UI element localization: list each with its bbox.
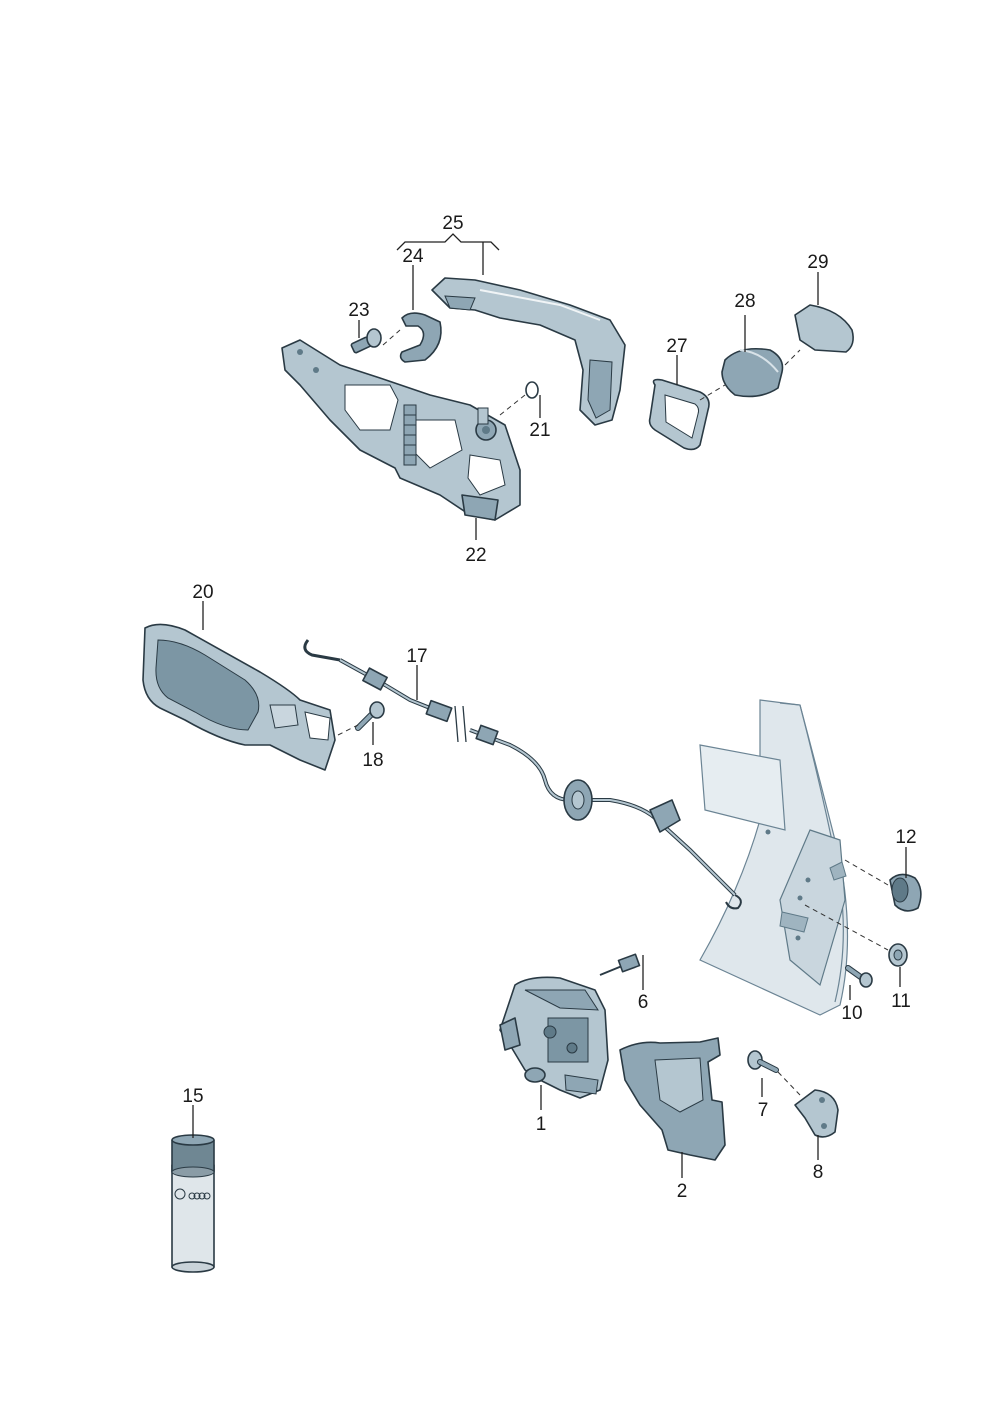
four-rings-logo-icon — [188, 1192, 211, 1200]
callout-20: 20 — [192, 582, 213, 603]
gasket-part-27 — [648, 378, 710, 451]
callout-10: 10 — [841, 1003, 862, 1024]
callout-18: 18 — [362, 750, 383, 771]
outer-grip-handle — [431, 277, 626, 426]
o-ring-part-21 — [525, 381, 539, 399]
callout-25: 25 — [442, 213, 463, 234]
callout-27: 27 — [666, 336, 687, 357]
lock-bracket — [619, 1037, 726, 1161]
brand-emblem-icon — [174, 1188, 186, 1200]
callout-29: 29 — [807, 252, 828, 273]
screw-part-10 — [845, 965, 873, 988]
seal-part-24 — [399, 312, 442, 363]
callout-24: 24 — [402, 246, 424, 267]
cover-part-29 — [794, 304, 854, 353]
callout-15: 15 — [182, 1086, 203, 1107]
callout-17: 17 — [406, 646, 427, 667]
callout-6: 6 — [638, 992, 649, 1013]
callout-8: 8 — [813, 1162, 824, 1183]
nut-part-11 — [888, 943, 908, 967]
callout-7: 7 — [758, 1100, 769, 1121]
callout-labels: 25 24 23 21 22 27 28 29 20 17 18 12 6 10… — [182, 213, 916, 1202]
grommet-part-12 — [889, 873, 922, 912]
door-frame — [699, 699, 849, 1016]
leader-lines — [192, 233, 907, 1178]
callout-22: 22 — [465, 545, 486, 566]
callout-21: 21 — [529, 420, 550, 441]
bolt-part-7 — [747, 1050, 779, 1073]
handle-carrier-frame — [281, 339, 521, 521]
connector-part-6 — [599, 953, 641, 976]
callout-1: 1 — [536, 1114, 547, 1135]
callout-12: 12 — [895, 827, 916, 848]
lubricant-spray-can — [171, 1134, 215, 1273]
cap-part-28 — [721, 347, 784, 398]
callout-11: 11 — [891, 991, 911, 1012]
screw-part-23 — [350, 328, 382, 354]
callout-23: 23 — [348, 300, 369, 321]
door-lock-unit — [499, 976, 609, 1099]
callout-2: 2 — [677, 1181, 688, 1202]
striker-plate — [794, 1089, 839, 1138]
inner-door-handle — [142, 623, 336, 771]
callout-28: 28 — [734, 291, 755, 312]
screw-part-18 — [355, 701, 385, 731]
release-cable — [303, 639, 742, 910]
